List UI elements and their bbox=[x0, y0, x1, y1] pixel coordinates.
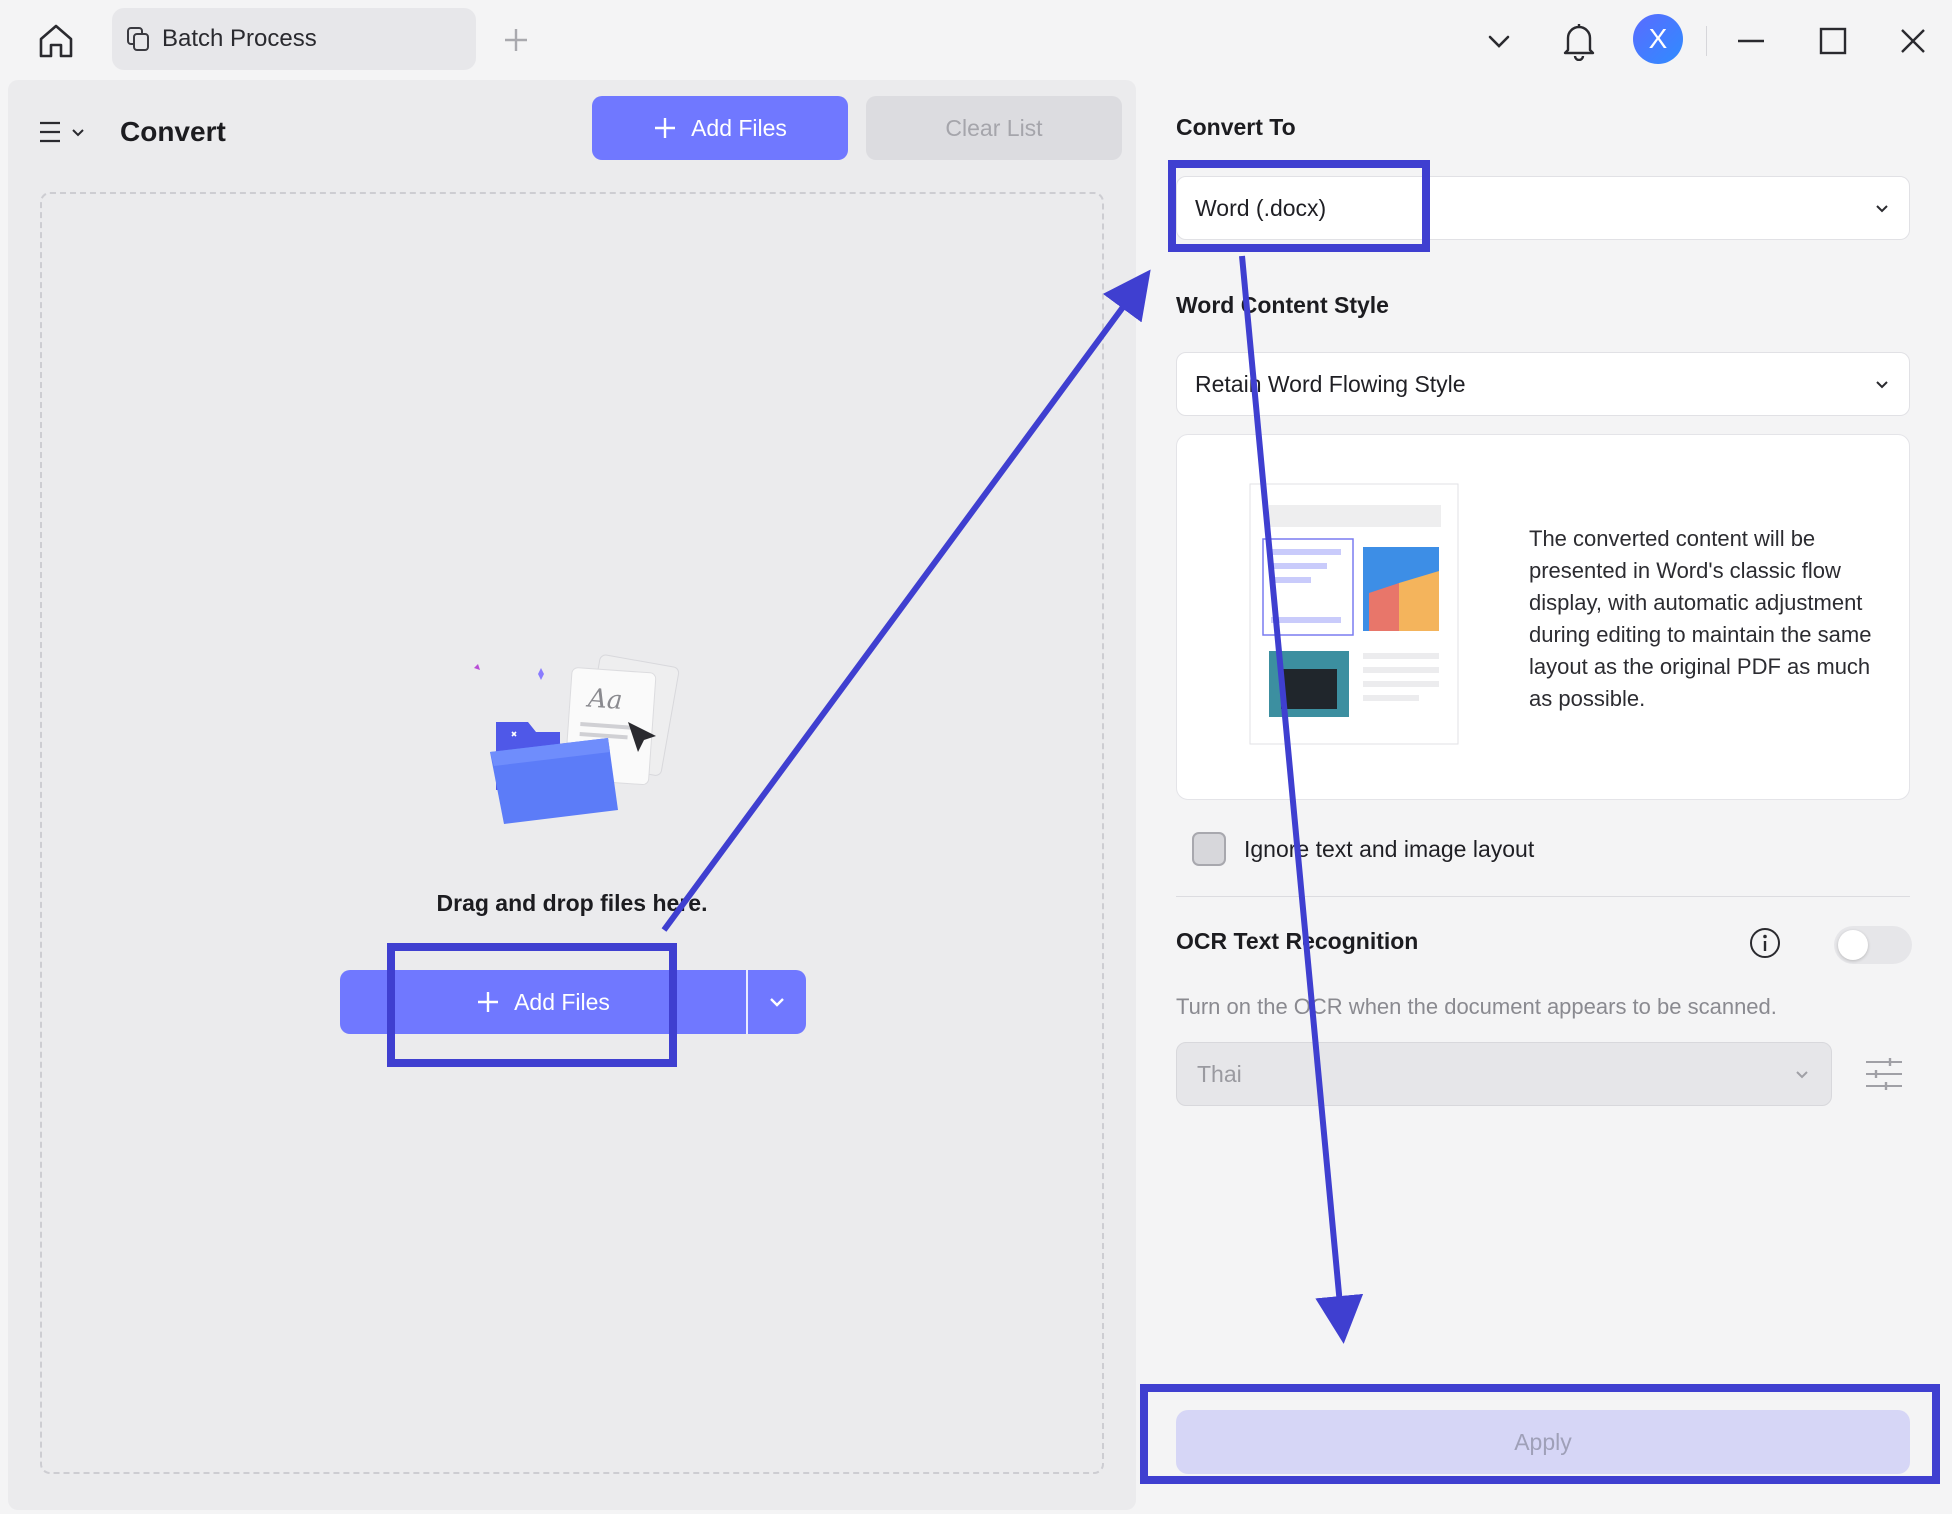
svg-text:Aa: Aa bbox=[585, 683, 623, 715]
notifications-button[interactable] bbox=[1554, 16, 1604, 66]
tab-batch-process[interactable]: Batch Process bbox=[112, 8, 476, 70]
ocr-language-value: Thai bbox=[1197, 1060, 1242, 1087]
content-style-select[interactable]: Retain Word Flowing Style bbox=[1176, 352, 1910, 416]
add-files-label: Add Files bbox=[691, 114, 787, 141]
drop-hint: Drag and drop files here. bbox=[436, 890, 708, 916]
home-button[interactable] bbox=[30, 18, 82, 64]
apply-button[interactable]: Apply bbox=[1176, 1410, 1910, 1474]
chevron-down-icon bbox=[1796, 1071, 1808, 1079]
titlebar-divider bbox=[1706, 26, 1707, 56]
section-divider bbox=[1176, 896, 1910, 897]
content-style-value: Retain Word Flowing Style bbox=[1195, 370, 1466, 397]
tab-label: Batch Process bbox=[162, 25, 317, 52]
ocr-hint: Turn on the OCR when the document appear… bbox=[1176, 994, 1777, 1019]
avatar-letter: X bbox=[1648, 23, 1668, 54]
settings-panel: Convert To Word (.docx) Word Content Sty… bbox=[1144, 80, 1944, 1510]
minimize-icon bbox=[1738, 39, 1764, 43]
add-files-center-button[interactable]: Add Files bbox=[340, 970, 746, 1034]
file-list-panel: Convert Add Files Clear List Aa Drag and… bbox=[8, 80, 1136, 1510]
ignore-layout-checkbox[interactable] bbox=[1192, 832, 1226, 866]
chevron-down-icon bbox=[1876, 205, 1888, 213]
add-files-button[interactable]: Add Files bbox=[592, 96, 848, 160]
chevron-down-icon bbox=[770, 998, 784, 1007]
chevron-down-icon bbox=[72, 129, 84, 137]
home-icon bbox=[39, 24, 73, 58]
chevron-down-icon bbox=[1488, 35, 1510, 48]
sliders-icon[interactable] bbox=[1862, 1052, 1906, 1096]
clear-list-label: Clear List bbox=[945, 114, 1043, 141]
menu-button[interactable] bbox=[38, 112, 98, 152]
info-icon[interactable] bbox=[1748, 926, 1782, 960]
files-folder-illustration: Aa bbox=[474, 654, 680, 824]
add-files-split-button: Add Files bbox=[340, 970, 806, 1034]
bell-icon bbox=[1563, 24, 1595, 61]
ocr-title: OCR Text Recognition bbox=[1176, 928, 1419, 954]
add-files-center-label: Add Files bbox=[514, 988, 610, 1015]
convert-to-value: Word (.docx) bbox=[1195, 194, 1327, 221]
content-style-title: Word Content Style bbox=[1176, 292, 1389, 318]
clear-list-button[interactable]: Clear List bbox=[866, 96, 1122, 160]
document-layout-illustration bbox=[1249, 483, 1459, 745]
ocr-language-select[interactable]: Thai bbox=[1176, 1042, 1832, 1106]
ocr-toggle[interactable] bbox=[1834, 926, 1912, 964]
apply-label: Apply bbox=[1514, 1428, 1572, 1455]
maximize-button[interactable] bbox=[1808, 16, 1858, 66]
minimize-button[interactable] bbox=[1726, 16, 1776, 66]
ignore-layout-option[interactable]: Ignore text and image layout bbox=[1192, 832, 1534, 866]
new-tab-button[interactable] bbox=[496, 20, 536, 60]
hamburger-icon bbox=[40, 121, 60, 143]
convert-to-title: Convert To bbox=[1176, 114, 1296, 140]
close-icon bbox=[1901, 29, 1925, 53]
add-files-options-button[interactable] bbox=[748, 970, 806, 1034]
title-bar: Batch Process X bbox=[0, 0, 1952, 80]
dropdown-button[interactable] bbox=[1474, 16, 1524, 66]
plus-icon bbox=[505, 29, 527, 51]
maximize-icon bbox=[1819, 27, 1847, 55]
style-description: The converted content will be presented … bbox=[1529, 526, 1872, 711]
plus-icon bbox=[478, 992, 499, 1012]
avatar[interactable]: X bbox=[1633, 14, 1683, 64]
page-title: Convert bbox=[120, 116, 226, 147]
pages-icon bbox=[127, 27, 149, 51]
toggle-knob bbox=[1838, 930, 1868, 960]
close-window-button[interactable] bbox=[1888, 16, 1938, 66]
style-preview-card: The converted content will be presented … bbox=[1176, 434, 1910, 800]
convert-to-select[interactable]: Word (.docx) bbox=[1176, 176, 1910, 240]
plus-icon bbox=[655, 118, 676, 138]
ignore-layout-label: Ignore text and image layout bbox=[1244, 835, 1535, 862]
chevron-down-icon bbox=[1876, 381, 1888, 389]
split-divider bbox=[746, 970, 748, 1034]
